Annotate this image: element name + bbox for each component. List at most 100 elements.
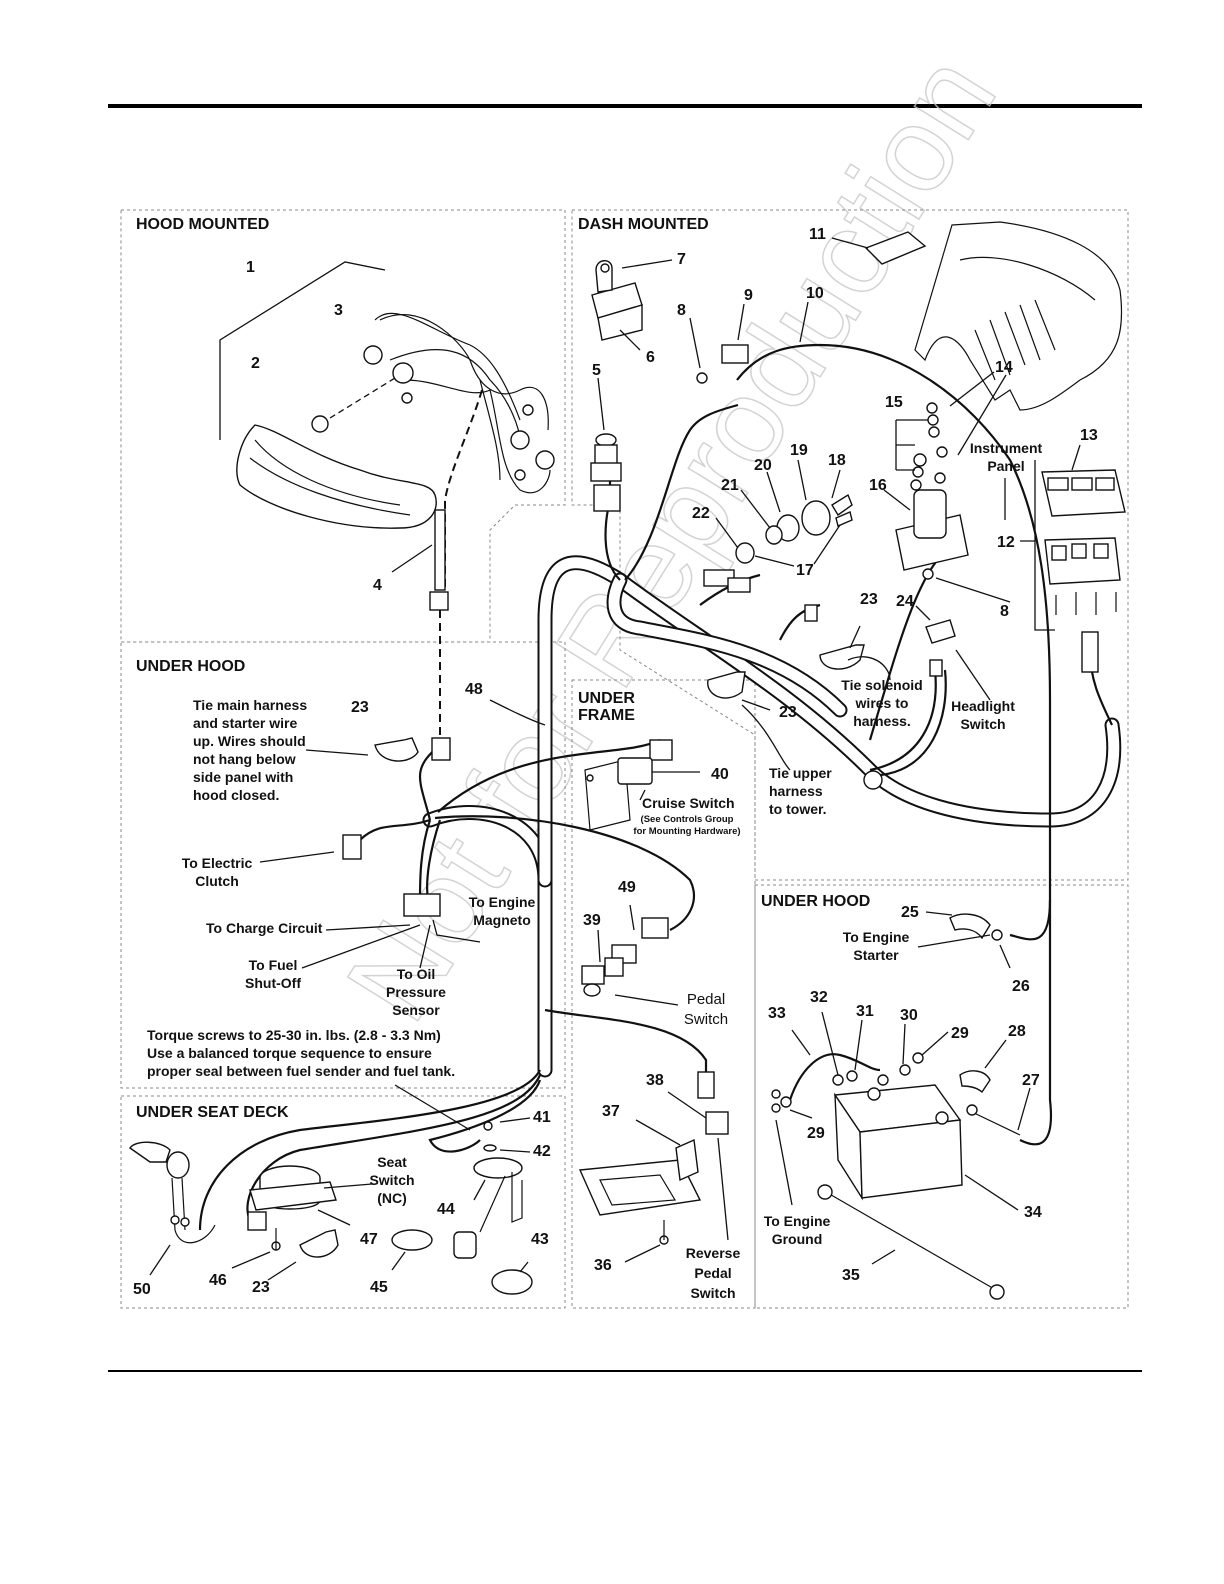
part-label-4: 4	[373, 577, 382, 594]
terminal-icon	[780, 1096, 792, 1108]
section-dash-mounted: DASH MOUNTED	[578, 216, 709, 233]
cap-icon	[491, 1269, 533, 1295]
part-label-3: 3	[334, 302, 343, 319]
boot-icon	[959, 1070, 991, 1094]
bolt-icon	[922, 568, 934, 580]
lamp-socket-icon	[363, 345, 555, 481]
part-label-23-hood: 23	[351, 699, 369, 716]
section-under-hood-left: UNDER HOOD	[136, 658, 245, 675]
ignition-switch-icon	[591, 260, 643, 341]
connector-icon	[804, 604, 818, 622]
part-label-23: 23	[860, 591, 878, 608]
part-label-1: 1	[246, 259, 255, 276]
part-label-18: 18	[828, 452, 846, 469]
washer-icon	[483, 1144, 497, 1152]
bolt-icon	[696, 372, 708, 384]
pedal-switch-connector-icon	[604, 917, 669, 977]
accessory-plug-icon	[129, 1141, 216, 1244]
connector-icon	[431, 737, 451, 761]
part-label-33: 33	[768, 1005, 786, 1022]
part-label-37: 37	[602, 1103, 620, 1120]
battery-icon	[833, 1084, 963, 1201]
part-label-47: 47	[360, 1231, 378, 1248]
part-label-10: 10	[806, 285, 824, 302]
wire-bundles	[198, 343, 1113, 1231]
tie-strap-icon	[707, 671, 746, 699]
bolt-nut-icon	[832, 1052, 924, 1086]
part-label-8-repeat: 8	[1000, 603, 1009, 620]
part-label-50: 50	[133, 1281, 151, 1298]
terminal-icon	[966, 1104, 978, 1116]
part-label-9: 9	[744, 287, 753, 304]
part-label-24: 24	[896, 593, 914, 610]
reverse-switch-icon	[705, 1111, 729, 1135]
part-label-2: 2	[251, 355, 260, 372]
part-label-35: 35	[842, 1267, 860, 1284]
connector-icon	[649, 739, 673, 761]
part-label-31: 31	[856, 1003, 874, 1020]
svg-text:FRAME: FRAME	[578, 707, 635, 724]
connector-icon	[727, 577, 751, 593]
part-label-5: 5	[592, 362, 601, 379]
under-frame-group	[578, 671, 791, 1263]
under-hood-left-group	[259, 699, 546, 1131]
section-boxes	[120, 209, 1129, 1309]
part-label-42: 42	[533, 1143, 551, 1160]
part-label-16: 16	[869, 477, 887, 494]
part-label-49: 49	[618, 879, 636, 896]
plug-icon	[864, 231, 927, 265]
part-label-29-repeat: 29	[807, 1125, 825, 1142]
instrument-panel-icon	[1041, 469, 1126, 673]
part-label-12: 12	[997, 534, 1015, 551]
connector-icon	[929, 659, 943, 677]
part-label-14: 14	[995, 359, 1013, 376]
dash-tower-icon	[914, 221, 1123, 411]
key-cylinder-icon	[735, 493, 853, 564]
multi-connector-icon	[403, 893, 441, 917]
part-label-13: 13	[1080, 427, 1098, 444]
fuel-sender-icon	[453, 1157, 523, 1259]
part-label-23-frame: 23	[779, 704, 797, 721]
part-label-32: 32	[810, 989, 828, 1006]
part-label-44: 44	[437, 1201, 455, 1218]
section-under-frame: UNDER FRAME	[578, 690, 635, 724]
headlight-lens-icon	[236, 424, 437, 529]
part-label-38: 38	[646, 1072, 664, 1089]
part-label-17: 17	[796, 562, 814, 579]
headlight-switch-icon	[925, 619, 956, 644]
part-label-23-seat: 23	[252, 1279, 270, 1296]
svg-text:UNDER: UNDER	[578, 690, 635, 707]
part-label-30: 30	[900, 1007, 918, 1024]
solenoid-icon	[895, 472, 969, 571]
section-hood-mounted: HOOD MOUNTED	[136, 216, 269, 233]
terminal-icon	[991, 929, 1003, 941]
connector-icon	[429, 591, 449, 611]
under-seat-deck-group	[129, 1117, 533, 1295]
under-hood-right-group	[771, 911, 1031, 1300]
tie-strap-icon	[819, 644, 865, 670]
part-label-22: 22	[692, 505, 710, 522]
harness-sleeve-icon	[434, 509, 446, 591]
washer-icon	[771, 1103, 781, 1113]
part-label-8: 8	[677, 302, 686, 319]
part-label-39: 39	[583, 912, 601, 929]
part-label-43: 43	[531, 1231, 549, 1248]
switch-bracket-icon	[578, 1138, 702, 1216]
gasket-icon	[391, 1229, 433, 1251]
connector-icon	[697, 1071, 715, 1099]
tie-strap-icon	[299, 1229, 339, 1258]
dash-mounted-group	[590, 221, 1126, 701]
tie-strap-icon	[374, 737, 419, 762]
part-label-40: 40	[711, 766, 729, 783]
